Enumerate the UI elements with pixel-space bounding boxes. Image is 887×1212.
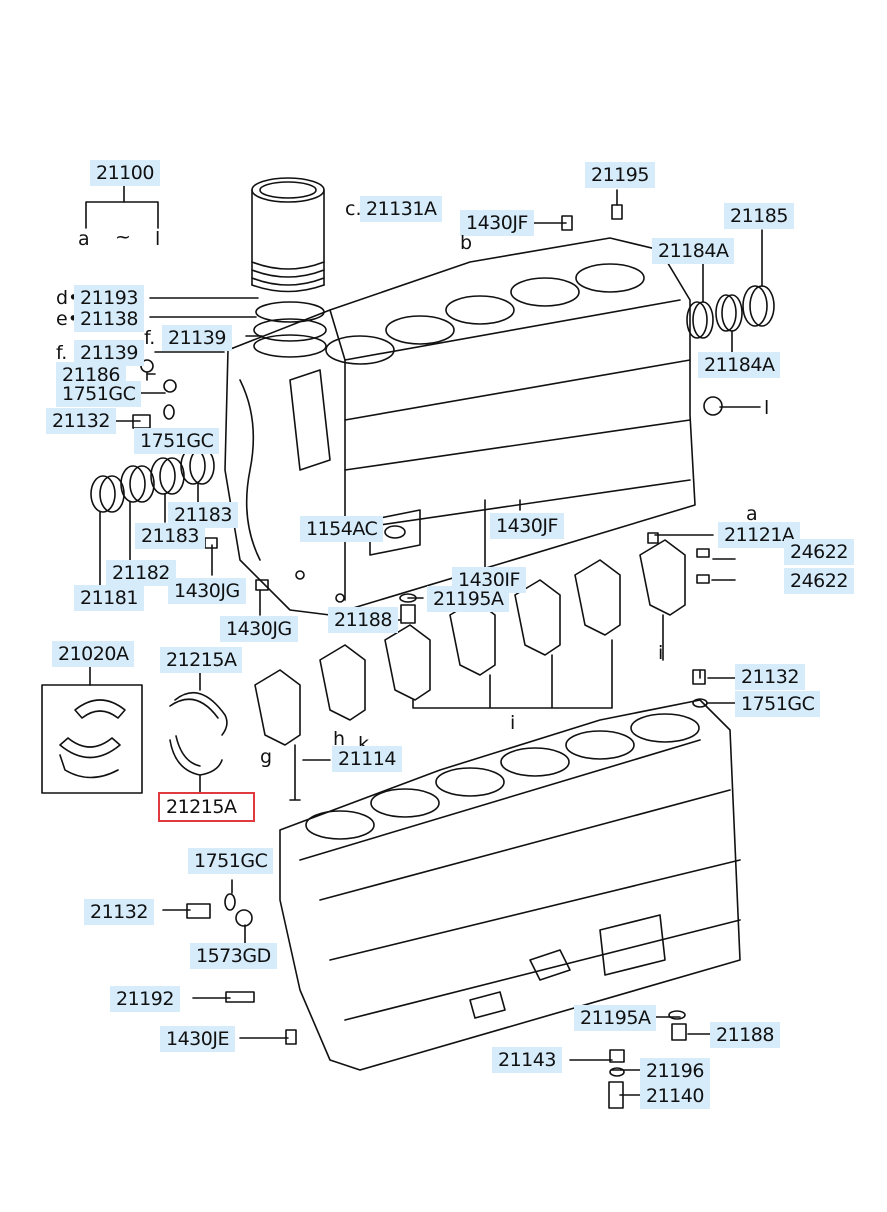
callout-21132-b[interactable]: 21132 (735, 664, 805, 690)
upper-engine-block-drawing (224, 237, 696, 616)
label-letter-l: l (764, 397, 770, 419)
callout-21183-b[interactable]: 21183 (135, 523, 205, 549)
callout-1751GC-a[interactable]: 1751GC (56, 381, 142, 407)
label-letter-a: a (746, 503, 758, 525)
label-letter-i-right: i (658, 642, 664, 664)
callout-21182[interactable]: 21182 (106, 560, 176, 586)
callout-24622-a[interactable]: 24622 (784, 539, 854, 565)
callout-1751GC-b[interactable]: 1751GC (134, 428, 220, 454)
prefix-c: c. (345, 198, 362, 220)
seals-drawing (686, 229, 775, 353)
callout-1573GD[interactable]: 1573GD (190, 943, 277, 969)
prefix-f-2: f. (56, 342, 68, 364)
bearing-caps-upper-drawing (384, 539, 686, 709)
callout-21139-b[interactable]: 21139 (74, 340, 144, 366)
callout-21181[interactable]: 21181 (74, 585, 144, 611)
piston-rings-drawing (253, 301, 327, 358)
callout-1430JG-a[interactable]: 1430JG (168, 578, 246, 604)
callout-21184A-bottom[interactable]: 21184A (698, 352, 781, 378)
small-parts-drawing (132, 204, 723, 1109)
prefix-e: e• (56, 308, 79, 330)
callout-1154AC[interactable]: 1154AC (300, 516, 384, 542)
callout-21185[interactable]: 21185 (724, 203, 794, 229)
label-letter-b: b (460, 232, 473, 254)
callout-21195A-top[interactable]: 21195A (427, 586, 510, 612)
label-letter-k: k (358, 733, 370, 755)
callout-21020A[interactable]: 21020A (52, 641, 135, 667)
range-letter-l: l (155, 228, 161, 250)
callout-21195[interactable]: 21195 (585, 162, 655, 188)
prefix-d: d• (56, 287, 80, 309)
small-caps-drawing (254, 644, 366, 801)
label-letter-i-bottom: i (510, 712, 516, 734)
range-letter-a: a (78, 228, 90, 250)
cylinder-liner-drawing (251, 177, 325, 293)
prefix-f-1: f. (144, 327, 156, 349)
label-letter-g: g (260, 746, 273, 768)
callout-21195A-bottom[interactable]: 21195A (574, 1005, 657, 1031)
bearing-kit-box (41, 659, 143, 794)
callout-1751GC-c[interactable]: 1751GC (735, 691, 821, 717)
callout-21188-bottom[interactable]: 21188 (710, 1022, 780, 1048)
lower-engine-block-drawing (279, 699, 741, 1071)
kit-bracket (85, 183, 159, 229)
callout-21188-top[interactable]: 21188 (328, 607, 398, 633)
callout-21196[interactable]: 21196 (640, 1058, 710, 1084)
callout-21184A-top[interactable]: 21184A (652, 238, 735, 264)
callout-24622-b[interactable]: 24622 (784, 568, 854, 594)
callout-21139-a[interactable]: 21139 (162, 325, 232, 351)
callout-21215A-bottom-selected[interactable]: 21215A (158, 792, 255, 822)
callout-21132-c[interactable]: 21132 (84, 899, 154, 925)
callout-21192[interactable]: 21192 (110, 986, 180, 1012)
callout-1430JF-top[interactable]: 1430JF (460, 210, 534, 236)
callout-1751GC-d[interactable]: 1751GC (188, 848, 274, 874)
callout-21100[interactable]: 21100 (90, 160, 160, 186)
callout-21114[interactable]: 21114 (332, 746, 402, 772)
callout-21215A-top[interactable]: 21215A (160, 647, 243, 673)
callout-1430JE[interactable]: 1430JE (160, 1026, 235, 1052)
thrust-washers-drawing (169, 671, 228, 796)
callout-21138[interactable]: 21138 (74, 306, 144, 332)
range-tilde: ~ (115, 226, 131, 248)
callout-1430JG-b[interactable]: 1430JG (220, 616, 298, 642)
callout-1430JF-mid[interactable]: 1430JF (490, 513, 564, 539)
callout-21140[interactable]: 21140 (640, 1083, 710, 1109)
label-letter-h: h (333, 728, 346, 750)
callout-21131A[interactable]: 21131A (360, 196, 443, 222)
callout-21143[interactable]: 21143 (492, 1047, 562, 1073)
callout-21132-a[interactable]: 21132 (46, 408, 116, 434)
leader-lines (109, 189, 761, 1096)
